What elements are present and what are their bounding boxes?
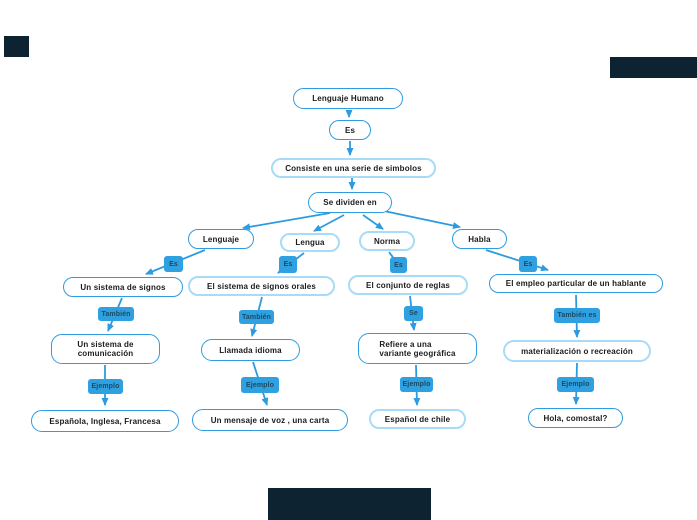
- node-un-sistema-de-comunicacion[interactable]: Un sistema de comunicación: [51, 334, 160, 364]
- node-espanol-de-chile[interactable]: Español de chile: [369, 409, 466, 429]
- node-llamada-idioma[interactable]: Llamada idioma: [201, 339, 300, 361]
- tag-es-1[interactable]: Es: [164, 256, 183, 272]
- node-lenguaje-humano[interactable]: Lenguaje Humano: [293, 88, 403, 109]
- node-norma[interactable]: Norma: [359, 231, 415, 251]
- node-line: Refiere a una: [379, 339, 432, 349]
- edge-dividen-habla: [383, 210, 461, 229]
- edge-dividen-lenguaje: [242, 212, 331, 231]
- node-hola-comostal[interactable]: Hola, comostal?: [528, 408, 623, 428]
- dark-patch-bottom-center: [268, 488, 431, 520]
- node-materializacion-o-recreacion[interactable]: materialización o recreación: [503, 340, 651, 362]
- tag-es-2[interactable]: Es: [279, 256, 297, 273]
- node-lenguaje[interactable]: Lenguaje: [188, 229, 254, 249]
- node-lengua[interactable]: Lengua: [280, 233, 340, 252]
- tag-se[interactable]: Se: [404, 306, 423, 321]
- tag-tambien-es[interactable]: También es: [554, 308, 600, 323]
- node-line: variante geográfica: [379, 348, 456, 358]
- node-el-sistema-de-signos-orales[interactable]: El sistema de signos orales: [188, 276, 335, 296]
- node-habla[interactable]: Habla: [452, 229, 507, 249]
- node-el-conjunto-de-reglas[interactable]: El conjunto de reglas: [348, 275, 468, 295]
- node-line: comunicación: [77, 349, 134, 358]
- edge-dividen-lengua: [313, 214, 345, 232]
- node-consiste-serie-simbolos[interactable]: Consiste en una serie de simbolos: [271, 158, 436, 178]
- dark-patch-top-left: [4, 36, 29, 57]
- tag-es-3[interactable]: Es: [390, 257, 407, 273]
- node-el-empleo-particular[interactable]: El empleo particular de un hablante: [489, 274, 663, 293]
- node-un-mensaje-de-voz[interactable]: Un mensaje de voz , una carta: [192, 409, 348, 431]
- tag-ejemplo-4[interactable]: Ejemplo: [557, 377, 594, 392]
- tag-ejemplo-3[interactable]: Ejemplo: [400, 377, 433, 392]
- dark-patch-top-right: [610, 57, 697, 78]
- node-refiere-variante-geografica[interactable]: Refiere a una variante geográfica: [358, 333, 477, 364]
- tag-ejemplo-2[interactable]: Ejemplo: [241, 377, 279, 393]
- node-es[interactable]: Es: [329, 120, 371, 140]
- node-se-dividen-en[interactable]: Se dividen en: [308, 192, 392, 213]
- tag-ejemplo-1[interactable]: Ejemplo: [88, 379, 123, 394]
- edge-dividen-norma: [362, 214, 384, 230]
- node-un-sistema-de-signos[interactable]: Un sistema de signos: [63, 277, 183, 297]
- tag-tambien-1[interactable]: También: [98, 307, 134, 321]
- tag-es-4[interactable]: Es: [519, 256, 537, 272]
- tag-tambien-2[interactable]: También: [239, 310, 274, 324]
- node-line: Un sistema de: [77, 340, 134, 349]
- edge-habla-empleo: [485, 249, 549, 272]
- node-espanola-inglesa-francesa[interactable]: Española, Inglesa, Francesa: [31, 410, 179, 432]
